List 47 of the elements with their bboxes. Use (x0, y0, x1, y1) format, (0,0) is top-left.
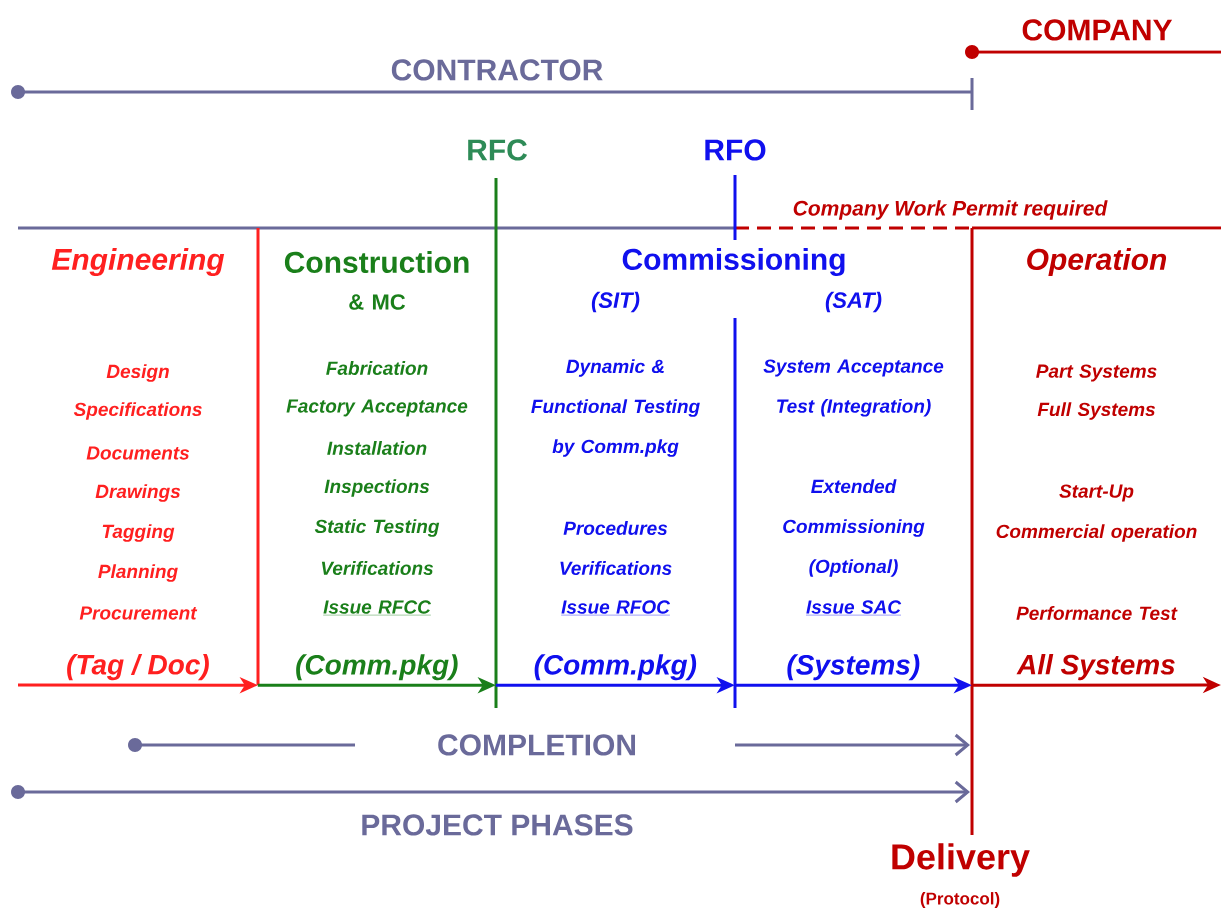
side-label: COMPANY (1020, 18, 1174, 42)
edge-label: (Systems) (785, 653, 922, 682)
activity-text: Static Testing (314, 519, 440, 537)
activity-text: Start-Up (1059, 484, 1134, 502)
activity-text: Commercial operation (996, 524, 1197, 542)
phase-subheading: & MC (349, 294, 406, 310)
activity-text: Part Systems (1036, 364, 1157, 382)
activity-text: Specifications (73, 402, 202, 420)
activity-text: Installation (327, 441, 427, 455)
phase-subheading: (SAT) (825, 291, 882, 313)
activity-text: Dynamic & Functional Testing by Comm.pkg (531, 359, 700, 457)
activity-text: Planning (98, 564, 178, 582)
delivery-note: (Protocol) (918, 891, 1002, 909)
activity-text: System Acceptance Test (Integration) (763, 359, 944, 417)
activity-text: Issue RFOC (560, 600, 671, 616)
activity-text: Fabrication (326, 361, 428, 375)
milestone-label: RFO (702, 138, 768, 162)
activity-text: Verifications (321, 561, 433, 575)
delivery-label: Delivery (888, 842, 1032, 878)
activity-text: Procurement (79, 606, 198, 620)
activity-text: Inspections (324, 479, 430, 497)
activity-text: Drawings (95, 484, 181, 502)
activity-text: Tagging (102, 524, 175, 542)
activity-text: Performance Test (1016, 606, 1178, 620)
note-text: Company Work Permit required (791, 199, 1109, 221)
phase-subheading: (SIT) (591, 291, 640, 313)
activity-text: Documents (86, 446, 190, 460)
activity-text: Issue SAC (805, 600, 902, 616)
milestone-label: RFC (465, 138, 529, 162)
edge-label: (Comm.pkg) (532, 653, 698, 682)
timeline-label: COMPLETION (436, 733, 638, 757)
activity-text: Design (106, 364, 169, 382)
activity-text: Issue RFCC (322, 600, 432, 616)
timeline-label: PROJECT PHASES (359, 813, 635, 837)
activity-text: Verifications (560, 561, 672, 575)
edge-label: (Tag / Doc) (65, 653, 211, 682)
activity-text: Procedures (563, 521, 668, 535)
phase-heading: Engineering (51, 248, 225, 276)
activity-text: Factory Acceptance (286, 399, 468, 417)
phase-heading: Construction (284, 251, 469, 273)
activity-text: Extended Commissioning (Optional) (783, 479, 925, 577)
edge-label: (Comm.pkg) (294, 653, 460, 682)
activity-text: Full Systems (1037, 402, 1155, 420)
phase-heading: Commissioning (622, 247, 845, 277)
edge-label: All Systems (1016, 653, 1177, 682)
phase-heading: Operation (1027, 248, 1167, 276)
side-label: CONTRACTOR (389, 58, 605, 82)
